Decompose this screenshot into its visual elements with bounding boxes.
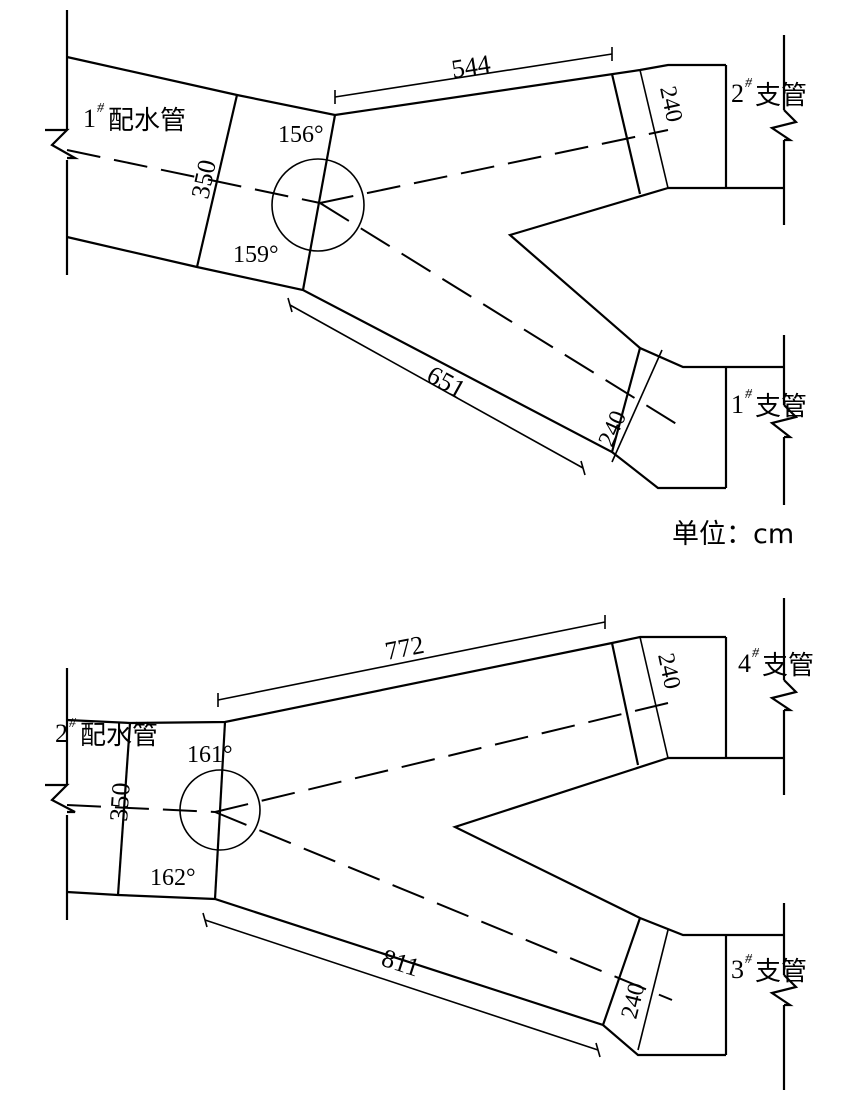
top-section-upper-branch [610, 73, 642, 195]
bottom-section-lower-branch [601, 917, 642, 1026]
top-branch-upper-number: 2 [731, 79, 744, 108]
top-right-break-upper [769, 109, 799, 142]
bottom-dim-240-lower-label: 240 [617, 980, 651, 1021]
bottom-lower-wall [66, 890, 726, 1057]
bottom-branch-upper-sup: # [752, 646, 760, 661]
top-lower-centerline [319, 202, 684, 429]
top-dim-651-label: 651 [422, 360, 470, 404]
top-branch-lower-number: 1 [731, 390, 744, 419]
bottom-dim-240-upper [639, 636, 669, 759]
bottom-lower-centerline [214, 811, 673, 1001]
top-main-pipe-label: 配水管 [108, 106, 186, 136]
bottom-dim-811 [202, 912, 601, 1058]
bottom-inner-crotch [452, 756, 726, 937]
bottom-main-pipe-label: 配水管 [80, 721, 158, 751]
bottom-bifurcation-diagram: 2 # 配水管 4 # 支管 3 # 支管 350 772 811 240 24… [45, 598, 814, 1090]
bottom-right-break-upper [769, 679, 799, 712]
bottom-dim-811-label: 811 [378, 943, 423, 982]
bottom-branch-upper-label: 支管 [762, 651, 814, 681]
top-dim-240-upper-label: 240 [654, 84, 687, 125]
top-dim-651 [287, 297, 586, 476]
bottom-branch-lower-sup: # [745, 952, 753, 967]
top-dim-240-lower [611, 349, 663, 463]
top-main-pipe-upper-wall [66, 55, 726, 117]
top-lower-wall [66, 235, 726, 490]
top-upper-centerline [319, 129, 669, 204]
bottom-left-break [45, 783, 76, 814]
top-right-break-lower [769, 404, 799, 439]
bottom-dim-772 [217, 615, 606, 707]
top-angle-upper-label: 156° [278, 122, 324, 148]
bottom-dim-772-label: 772 [383, 630, 427, 666]
top-angle-circle [271, 158, 365, 252]
bottom-dim-240-upper-label: 240 [652, 651, 685, 692]
top-main-centerline [66, 149, 321, 204]
bottom-dim-240-lower [637, 929, 669, 1051]
top-dim-544 [334, 47, 613, 104]
bottom-upper-wall [66, 635, 726, 725]
bottom-branch-upper-number: 4 [738, 649, 751, 678]
bottom-branch-lower-number: 3 [731, 955, 744, 984]
bottom-main-pipe-number: 2 [55, 719, 68, 748]
bottom-branch-lower-label: 支管 [755, 957, 807, 987]
top-dim-240-lower-label: 240 [594, 407, 632, 450]
top-dim-350-label: 350 [186, 157, 222, 201]
top-angle-lower-label: 159° [233, 242, 279, 268]
top-dim-240-upper [639, 69, 669, 189]
bottom-main-centerline [66, 804, 216, 813]
top-main-pipe-sup: # [97, 101, 105, 116]
bottom-dim-350-label: 350 [104, 781, 136, 822]
top-dim-544-label: 544 [449, 49, 492, 84]
top-branch-lower-sup: # [745, 387, 753, 402]
bottom-right-break-lower [769, 974, 799, 1007]
top-section-lower-branch [610, 347, 642, 453]
top-left-break-symbol [45, 128, 80, 160]
unit-label: 单位：cm [672, 519, 794, 550]
top-bifurcation-diagram: 1 # 配水管 2 # 支管 1 # 支管 350 544 651 240 24… [45, 10, 807, 505]
bottom-section-upper-branch [610, 642, 640, 766]
top-branch-upper-sup: # [745, 76, 753, 91]
bottom-angle-circle [179, 769, 261, 851]
bottom-upper-centerline [214, 702, 669, 813]
top-branch-lower-label: 支管 [755, 392, 807, 422]
bottom-angle-lower-label: 162° [150, 865, 196, 891]
top-main-pipe-number: 1 [83, 104, 96, 133]
bottom-main-pipe-sup: # [69, 716, 77, 731]
top-branch-upper-label: 支管 [755, 81, 807, 111]
bottom-angle-upper-label: 161° [187, 742, 233, 768]
bottom-section-main [116, 722, 132, 896]
